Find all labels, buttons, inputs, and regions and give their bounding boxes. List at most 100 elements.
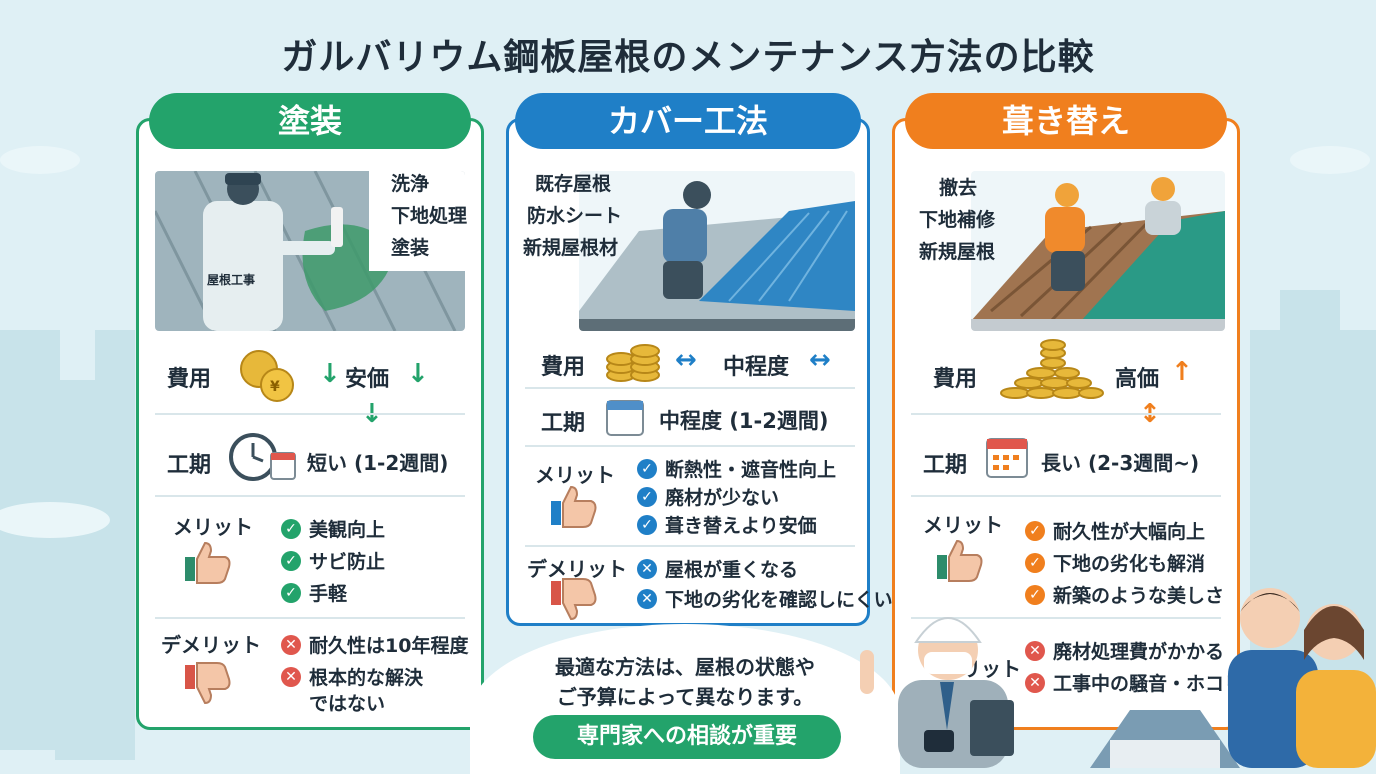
divider — [155, 617, 465, 619]
painting-cost-label: 費用 — [167, 367, 212, 392]
callout-paint: 塗装 — [391, 237, 430, 259]
callout-prep: 下地処理 — [391, 205, 468, 227]
svg-text:¥: ¥ — [270, 379, 280, 395]
callout-wash: 洗浄 — [391, 173, 430, 195]
cross-icon: ✕ — [637, 589, 657, 609]
replace-illustration — [971, 171, 1225, 331]
callout-new-roof-material: 新規屋根材 — [523, 237, 619, 259]
painting-period-label: 工期 — [167, 453, 212, 478]
advice-line-1: 最適な方法は、屋根の状態や — [555, 655, 815, 679]
merit-item: 断熱性・遮音性向上 — [665, 459, 837, 481]
cover-illustration — [579, 171, 855, 331]
arrow-down-icon: ↓ — [319, 359, 341, 389]
callout-new-roof: 新規屋根 — [919, 241, 996, 263]
divider — [155, 495, 465, 497]
merit-item: 耐久性が大幅向上 — [1053, 521, 1206, 543]
demerit-item: ではない — [309, 693, 386, 715]
double-arrow-icon: ↔ — [675, 345, 697, 375]
replace-cost-label: 費用 — [933, 367, 978, 392]
callout-waterproof-sheet: 防水シート — [527, 205, 623, 227]
check-icon: ✓ — [281, 519, 301, 539]
coins-icon: ¥ — [237, 347, 297, 407]
advice-text: 最適な方法は、屋根の状態や ご予算によって異なります。 — [500, 652, 870, 712]
replace-header: 葺き替え — [905, 93, 1227, 149]
check-icon: ✓ — [1025, 521, 1045, 541]
calendar-icon — [985, 435, 1029, 483]
cover-cost-label: 費用 — [541, 355, 586, 380]
merit-item: 新築のような美しさ — [1053, 585, 1225, 607]
callout-removal: 撤去 — [939, 177, 978, 199]
couple-house-illustration — [1090, 588, 1376, 768]
cover-card: カバー工法 既存屋根 防水シート 新規屋根材 費用 ↔ 中程度 ↔ 工期 中程度… — [506, 93, 893, 626]
thumbs-up-icon — [935, 539, 985, 587]
painting-cost-value: 安価 — [345, 367, 390, 392]
cover-merit-label: メリット — [535, 463, 615, 487]
painting-merit-label: メリット — [173, 515, 253, 539]
cross-icon: ✕ — [1025, 641, 1045, 661]
thumbs-up-icon — [549, 485, 599, 533]
cover-cost-value: 中程度 — [723, 355, 790, 380]
cross-icon: ✕ — [281, 667, 301, 687]
cover-period-value: 中程度 (1-2週間) — [659, 409, 829, 433]
check-icon: ✓ — [637, 487, 657, 507]
check-icon: ✓ — [1025, 553, 1045, 573]
replace-period-label: 工期 — [923, 453, 968, 478]
clock-calendar-icon — [229, 431, 299, 489]
inspector-illustration — [860, 617, 1014, 768]
replace-period-value: 長い (2-3週間~) — [1041, 451, 1200, 475]
cross-icon: ✕ — [1025, 673, 1045, 693]
painting-demerit-label: デメリット — [161, 633, 261, 657]
divider — [525, 545, 855, 547]
double-arrow-icon: ↔ — [809, 345, 831, 375]
coins-stack-icon — [605, 339, 661, 389]
divider — [525, 445, 855, 447]
demerit-item: 屋根が重くなる — [665, 559, 799, 581]
arrow-up-icon: ↑ — [1171, 357, 1193, 387]
divider — [155, 413, 465, 415]
replace-cost-value: 高価 — [1115, 367, 1160, 392]
merit-item: 下地の劣化も解消 — [1053, 553, 1206, 575]
painting-period-value: 短い (1-2週間) — [307, 451, 449, 475]
callout-existing-roof: 既存屋根 — [535, 173, 612, 195]
arrow-down-icon: ↓ — [407, 359, 429, 389]
demerit-item: 工事中の騒音・ホコリ — [1053, 673, 1244, 695]
cross-icon: ✕ — [281, 635, 301, 655]
check-icon: ✓ — [637, 459, 657, 479]
replace-merit-label: メリット — [923, 513, 1003, 537]
demerit-item: 下地の劣化を確認しにくい — [665, 589, 893, 611]
check-icon: ✓ — [1025, 585, 1045, 605]
worker-badge: 屋根工事 — [207, 273, 256, 287]
replace-card: 葺き替え 撤去 下地補修 新規屋根 費用 高価 ↑ ↕ 工期 長い (2-3週間… — [892, 93, 1244, 730]
thumbs-up-icon — [183, 541, 233, 589]
painting-header: 塗装 — [149, 93, 471, 149]
cover-demerit-label: デメリット — [527, 557, 627, 581]
divider — [911, 413, 1221, 415]
cover-period-label: 工期 — [541, 411, 586, 436]
merit-item: 葺き替えより安価 — [665, 515, 817, 537]
merit-item: 廃材が少ない — [665, 487, 780, 509]
calendar-icon — [605, 397, 645, 441]
demerit-item: 耐久性は10年程度 — [309, 635, 469, 657]
painting-card: 塗装 屋根工事 洗浄 下地処理 塗装 費用 ¥ ↓ 安価 ↓ ↓ 工期 — [136, 93, 484, 730]
painting-illustration: 屋根工事 — [155, 171, 465, 331]
advice-line-2: ご予算によって異なります。 — [556, 685, 814, 709]
check-icon: ✓ — [281, 583, 301, 603]
demerit-item: 廃材処理費がかかる — [1053, 641, 1225, 663]
consult-expert-button[interactable]: 専門家への相談が重要 — [533, 715, 841, 759]
cross-icon: ✕ — [637, 559, 657, 579]
divider — [525, 387, 855, 389]
demerit-item: 根本的な解決 — [309, 667, 424, 689]
merit-item: サビ防止 — [309, 551, 386, 573]
callout-box — [369, 171, 465, 271]
thumbs-down-icon — [183, 661, 233, 709]
divider — [911, 495, 1221, 497]
merit-item: 美観向上 — [309, 519, 386, 541]
coins-pile-icon — [995, 337, 1105, 405]
cover-header: カバー工法 — [515, 93, 861, 149]
callout-base-repair: 下地補修 — [919, 209, 996, 231]
check-icon: ✓ — [637, 515, 657, 535]
page-title: ガルバリウム鋼板屋根のメンテナンス方法の比較 — [281, 37, 1095, 78]
merit-item: 手軽 — [309, 583, 348, 605]
divider — [911, 617, 1221, 619]
thumbs-down-icon — [549, 577, 599, 625]
